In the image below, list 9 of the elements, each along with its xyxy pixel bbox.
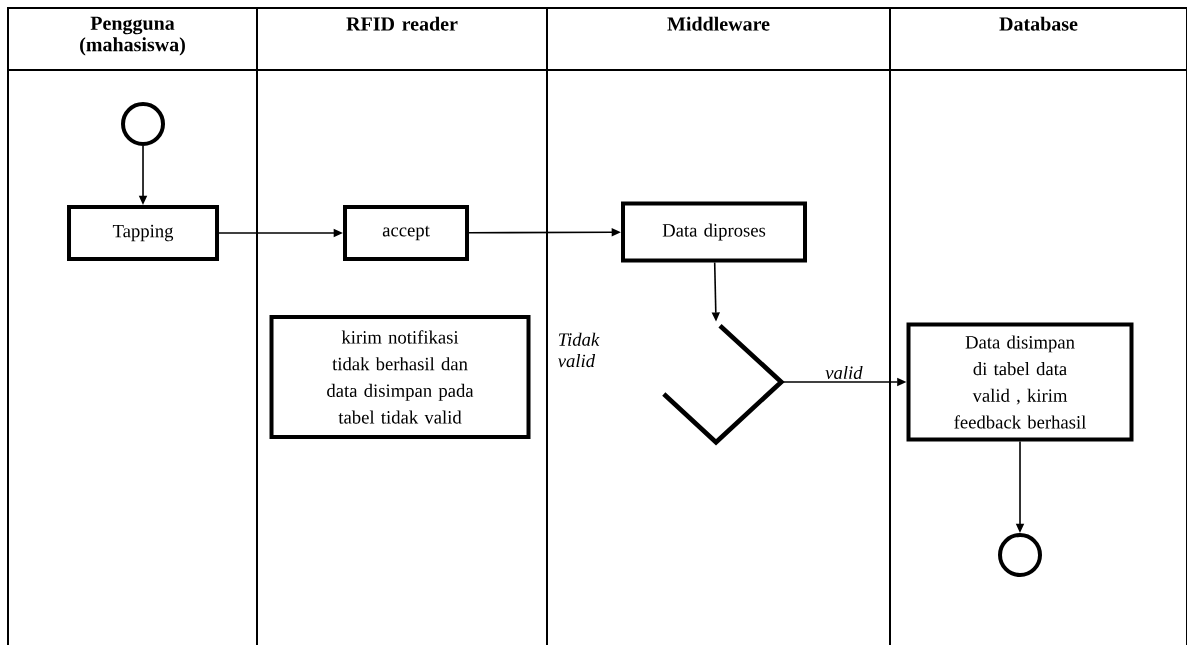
activity-box: Data disimpan di tabel data valid , kirim feedback berhasil xyxy=(906,322,1134,442)
edge-label: valid xyxy=(825,365,863,380)
branch-label: Tidak valid xyxy=(557,332,600,368)
terminal-circle xyxy=(998,533,1042,577)
terminal-circle xyxy=(121,102,165,146)
activity-box: kirim notifikasi tidak berhasil dan data disimpan pada tabel tidak valid xyxy=(269,315,531,439)
activity-box: accept xyxy=(343,205,469,261)
activity-box: Tapping xyxy=(67,205,219,261)
activity-box: Data diproses xyxy=(621,201,807,263)
